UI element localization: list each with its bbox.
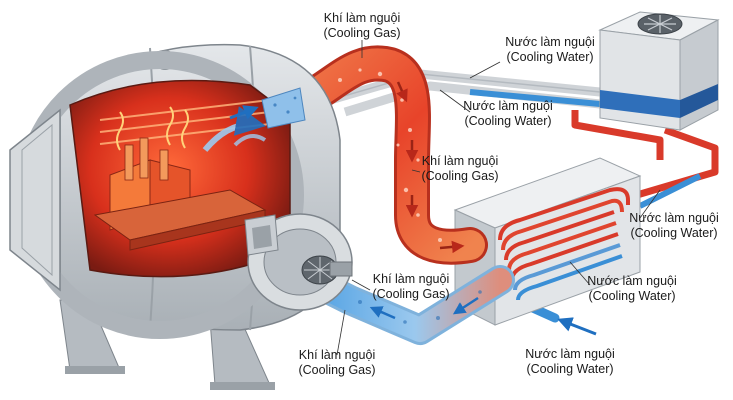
label-water-inlet: Nước làm nguội (Cooling Water): [525, 347, 615, 376]
label-gas-top: Khí làm nguội (Cooling Gas): [323, 11, 400, 40]
label-water-inlet-vi: Nước làm nguội: [525, 347, 615, 361]
label-water-hx: Nước làm nguội (Cooling Water): [587, 274, 677, 303]
label-water-hx-en: (Cooling Water): [588, 289, 675, 303]
label-water-right-en: (Cooling Water): [630, 226, 717, 240]
label-water-inlet-en: (Cooling Water): [526, 362, 613, 376]
cold-gas-pipe: [315, 265, 515, 345]
label-water-right: Nước làm nguội (Cooling Water): [629, 211, 719, 240]
label-gas-mid-vi: Khí làm nguội: [422, 154, 498, 168]
label-gas-top-en: (Cooling Gas): [323, 26, 400, 40]
label-water-top-vi: Nước làm nguội: [505, 35, 595, 49]
blower-fan: [244, 213, 353, 311]
label-water-top: Nước làm nguội (Cooling Water): [505, 35, 595, 64]
label-gas-bottom-en: (Cooling Gas): [298, 363, 375, 377]
label-water-upper-mid-vi: Nước làm nguội: [463, 99, 553, 113]
label-gas-bottom: Khí làm nguội (Cooling Gas): [298, 348, 375, 377]
label-gas-mid: Khí làm nguội (Cooling Gas): [421, 154, 498, 183]
label-gas-mid-en: (Cooling Gas): [421, 169, 498, 183]
label-gas-fan-en: (Cooling Gas): [372, 287, 449, 301]
label-gas-fan-vi: Khí làm nguội: [373, 272, 449, 286]
hot-gas-pipe: [272, 45, 488, 265]
label-water-top-en: (Cooling Water): [506, 50, 593, 64]
radiator-unit: [598, 11, 720, 131]
leader-lines: [336, 40, 661, 356]
label-water-upper-mid: Nước làm nguội (Cooling Water): [463, 99, 553, 128]
label-gas-top-vi: Khí làm nguội: [324, 11, 400, 25]
label-gas-fan: Khí làm nguội (Cooling Gas): [372, 272, 449, 301]
label-water-right-vi: Nước làm nguội: [629, 211, 719, 225]
label-water-upper-mid-en: (Cooling Water): [464, 114, 551, 128]
label-water-hx-vi: Nước làm nguội: [587, 274, 677, 288]
water-inlet-arrow: [557, 317, 597, 336]
